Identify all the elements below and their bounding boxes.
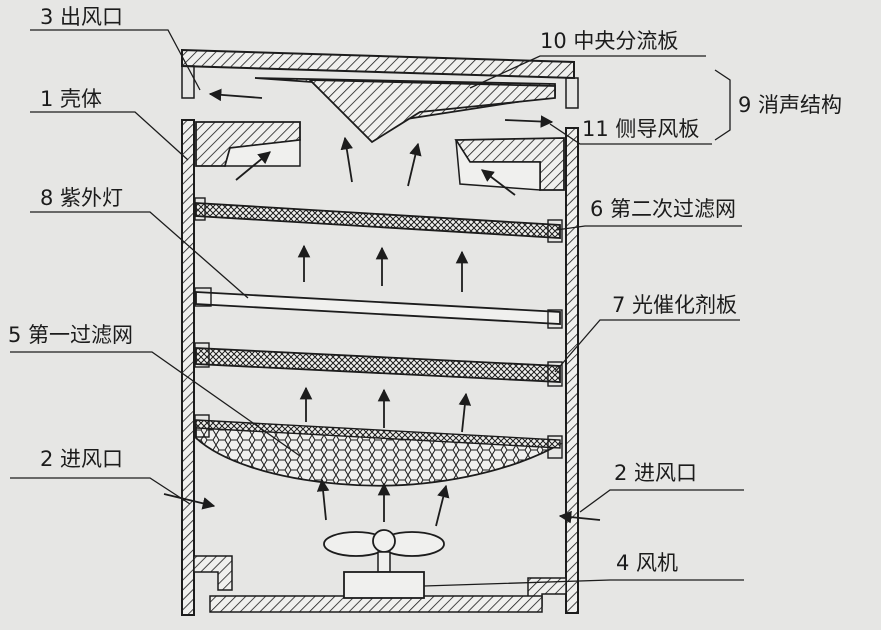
arrow-up-1 xyxy=(340,136,354,183)
leader-second-filter xyxy=(555,225,742,231)
fan-motor xyxy=(343,571,425,599)
first-filter-frame xyxy=(195,419,561,449)
arrow-inlet-left xyxy=(163,493,216,510)
label-photocatalyst: 7 光催化剂板 xyxy=(612,293,737,317)
arrow-fan-3 xyxy=(435,484,450,527)
arrow-up-2 xyxy=(407,142,422,187)
label-outlet-top: 3 出风口 xyxy=(40,5,123,29)
label-inlet-left: 2 进风口 xyxy=(40,447,123,471)
first-filter-clip-left xyxy=(194,414,210,438)
leader-uv-lamp xyxy=(30,211,249,299)
leader-lines xyxy=(10,29,744,587)
arrow-inlet-right xyxy=(558,510,601,524)
right-wall-top xyxy=(565,77,579,109)
second-filter-clip-right xyxy=(547,219,563,243)
side-guide-right xyxy=(454,137,565,191)
side-guide-left xyxy=(195,121,301,167)
leader-inlet-left xyxy=(10,477,191,505)
leader-muffler xyxy=(714,69,731,141)
center-flow-divider-fill xyxy=(307,79,556,144)
housing xyxy=(181,48,579,616)
label-shell: 1 壳体 xyxy=(40,87,102,111)
leader-first-filter xyxy=(10,351,301,457)
label-uv-lamp: 8 紫外灯 xyxy=(40,186,123,210)
second-filter-clip-left xyxy=(194,197,206,221)
fan-shaft xyxy=(377,551,391,573)
leader-center-plate xyxy=(469,55,706,89)
arrow-fan-1 xyxy=(316,478,330,521)
leader-fan xyxy=(423,579,744,587)
arrow-outlet-right xyxy=(504,115,554,128)
leader-shell xyxy=(30,111,189,161)
second-filter xyxy=(195,202,561,239)
arrow-outlet-left xyxy=(208,88,263,102)
leader-photocatalyst xyxy=(554,319,740,373)
photocatalyst-plate xyxy=(195,347,561,383)
leader-outlet xyxy=(30,29,201,91)
uv-lamp-clip-right xyxy=(547,309,563,329)
left-wall-top xyxy=(181,65,195,99)
arrow-low-3 xyxy=(458,392,472,433)
label-first-filter: 5 第一过滤网 xyxy=(8,323,133,347)
label-side-guide: 11 侧导风板 xyxy=(582,117,699,141)
label-fan: 4 风机 xyxy=(616,551,678,575)
leader-inlet-right xyxy=(579,489,744,513)
fan xyxy=(323,529,445,599)
label-muffler: 9 消声结构 xyxy=(738,93,842,117)
top-cover xyxy=(181,48,575,80)
arrow-guide-right xyxy=(480,169,516,196)
label-center-plate: 10 中央分流板 xyxy=(540,29,678,53)
right-wall xyxy=(565,127,579,614)
first-filter-clip-right xyxy=(547,435,563,459)
photocatalyst-clip-left xyxy=(194,342,210,368)
label-second-filter: 6 第二次过滤网 xyxy=(590,197,736,221)
label-inlet-right: 2 进风口 xyxy=(614,461,697,485)
foot-left xyxy=(193,555,233,591)
uv-lamp xyxy=(195,291,561,325)
photocatalyst-clip-right xyxy=(547,361,563,387)
leader-side-guide xyxy=(549,123,712,145)
airflow-arrows xyxy=(163,88,601,527)
labels: 3 出风口 1 壳体 8 紫外灯 5 第一过滤网 2 进风口 10 中央分流板 … xyxy=(8,5,842,575)
uv-lamp-clip-left xyxy=(194,287,212,307)
fan-hub xyxy=(372,529,396,553)
left-wall xyxy=(181,119,195,616)
arrow-guide-left xyxy=(235,151,271,181)
